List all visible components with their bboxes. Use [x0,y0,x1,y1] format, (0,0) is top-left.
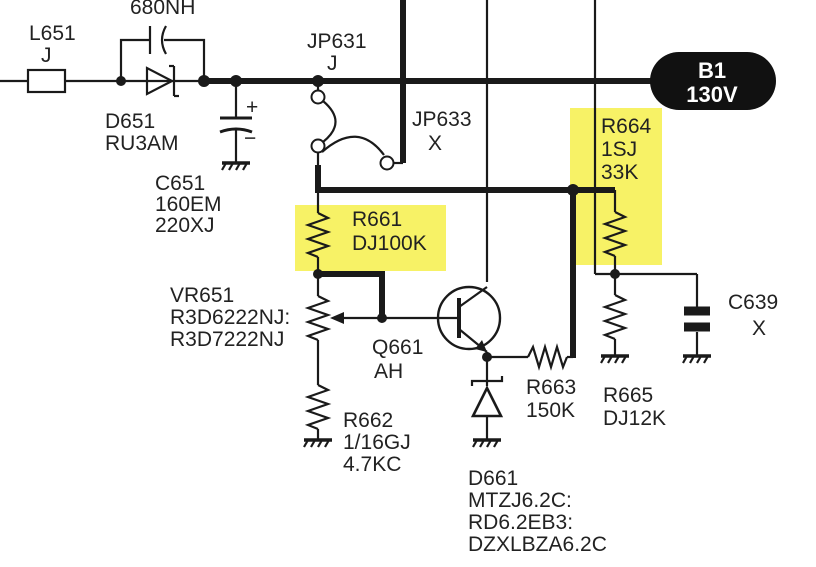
c651-symbol [219,81,253,171]
jumper-symbols [310,81,395,171]
r662-ref: R662 [343,409,393,432]
jp633-ref: JP633 [412,108,472,131]
r662-value2: 4.7KC [343,453,401,476]
c651-plus: + [246,96,258,119]
r665-symbol [600,274,629,364]
vr651-symbol [304,274,440,385]
d651-ref: D651 [105,110,155,133]
q661-ref: Q661 [372,336,423,359]
r663-symbol [487,343,573,371]
d661-value3: DZXLBZA6.2C [468,533,607,556]
vr651-value2: R3D7222NJ [170,328,284,351]
d661-symbol [470,357,504,448]
jp631-ref: JP631 [307,30,367,53]
d651-symbol [145,64,179,98]
q661-symbol [436,285,502,362]
c651-value1: 160EM [155,193,222,216]
vr651-value1: R3D6222NJ: [170,306,290,329]
vr651-ref: VR651 [170,284,234,307]
r662-value1: 1/16GJ [343,431,411,454]
r661-symbol [304,190,385,318]
r663-value: 150K [526,399,575,422]
c639-value: X [752,317,766,340]
r661-value: DJ100K [352,232,427,255]
c651-value2: 220XJ [155,214,215,237]
r661-highlight [295,205,446,271]
c-680nh-symbol [119,25,206,81]
badge-line1: B1 [698,58,726,83]
r665-ref: R665 [603,384,653,407]
r662-symbol [303,384,332,448]
l651-body [26,68,67,94]
r661-ref: R661 [352,208,402,231]
jp631-value: J [327,52,338,75]
c-top-value: 680NH [130,0,195,19]
jp633-value: X [428,132,442,155]
l651-ref: L651 [29,22,76,45]
d661-ref: D661 [468,467,518,490]
c651-minus: − [244,127,256,150]
d661-value1: MTZJ6.2C: [468,489,572,512]
b1-130v-badge: B1 130V [650,52,776,110]
r664-highlight [570,108,662,265]
d651-value: RU3AM [105,132,179,155]
r664-value2: 33K [601,161,638,184]
c639-ref: C639 [728,291,778,314]
r664-ref: R664 [601,115,652,138]
c639-symbol [682,274,711,364]
l651-value: J [41,44,52,67]
d661-value2: RD6.2EB3: [468,511,573,534]
q661-value: AH [374,360,403,383]
r663-ref: R663 [526,376,576,399]
badge-line2: 130V [686,82,738,107]
r665-value: DJ12K [603,407,666,430]
c651-ref: C651 [155,172,205,195]
r664-value1: 1SJ [601,138,637,161]
r664-symbol [593,100,697,279]
